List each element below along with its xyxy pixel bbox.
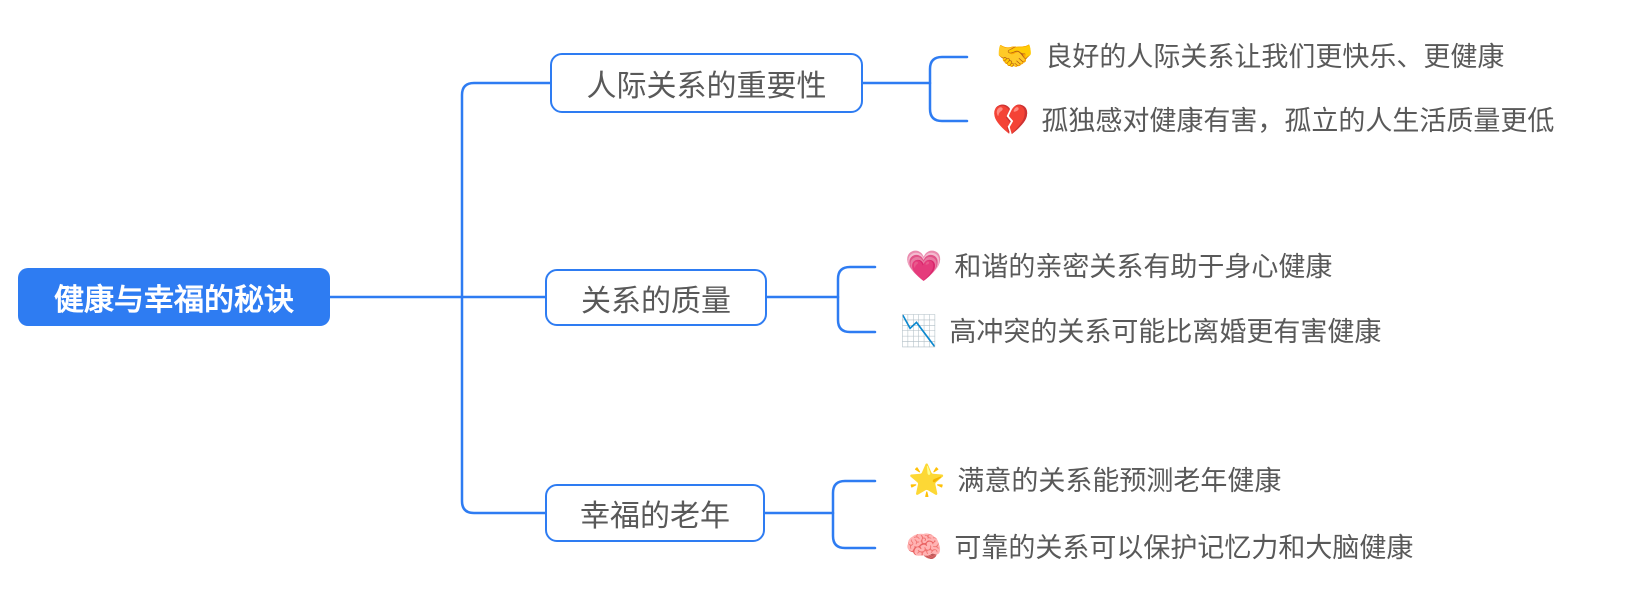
branch-node-label: 人际关系的重要性 xyxy=(586,70,827,103)
brain-icon: 🧠 xyxy=(905,531,943,564)
leaf-node-harmonious-intimacy[interactable]: 💗 和谐的亲密关系有助于身心健康 xyxy=(905,247,1332,287)
broken-heart-icon: 💔 xyxy=(992,104,1030,137)
chart-decreasing-icon: 📉 xyxy=(900,315,938,348)
leaf-node-satisfying-relationships-predict-health[interactable]: 🌟 满意的关系能预测老年健康 xyxy=(908,461,1281,501)
branch-node-importance-of-relationships[interactable]: 人际关系的重要性 xyxy=(550,53,863,113)
leaf-text: 和谐的亲密关系有助于身心健康 xyxy=(954,252,1333,282)
leaf-node-loneliness-harm[interactable]: 💔 孤独感对健康有害，孤立的人生活质量更低 xyxy=(992,101,1554,141)
handshake-icon: 🤝 xyxy=(996,40,1034,73)
leaf-node-high-conflict-harm[interactable]: 📉 高冲突的关系可能比离婚更有害健康 xyxy=(900,312,1381,352)
leaf-text: 高冲突的关系可能比离婚更有害健康 xyxy=(949,317,1382,347)
root-node[interactable]: 健康与幸福的秘诀 xyxy=(18,268,330,326)
root-node-label: 健康与幸福的秘诀 xyxy=(54,284,294,317)
leaf-text: 满意的关系能预测老年健康 xyxy=(957,466,1282,496)
branch-node-label: 幸福的老年 xyxy=(580,500,730,533)
branch-node-happy-old-age[interactable]: 幸福的老年 xyxy=(545,484,765,542)
leaf-text: 良好的人际关系让我们更快乐、更健康 xyxy=(1045,42,1505,72)
edge-branch-3-children xyxy=(831,479,877,550)
edge-branch-1-children xyxy=(928,55,969,123)
leaf-node-good-relationships[interactable]: 🤝 良好的人际关系让我们更快乐、更健康 xyxy=(996,37,1504,77)
leaf-node-reliable-relationships-protect-memory[interactable]: 🧠 可靠的关系可以保护记忆力和大脑健康 xyxy=(905,528,1413,568)
edge-root-to-branch-1-and-3 xyxy=(460,81,552,515)
edge-branch-2-children xyxy=(836,265,877,334)
glowing-star-icon: 🌟 xyxy=(908,464,946,497)
branch-node-quality-of-relationships[interactable]: 关系的质量 xyxy=(545,269,767,326)
growing-heart-icon: 💗 xyxy=(905,250,943,283)
branch-node-label: 关系的质量 xyxy=(581,284,731,318)
leaf-text: 可靠的关系可以保护记忆力和大脑健康 xyxy=(954,533,1414,563)
leaf-text: 孤独感对健康有害，孤立的人生活质量更低 xyxy=(1041,106,1555,136)
